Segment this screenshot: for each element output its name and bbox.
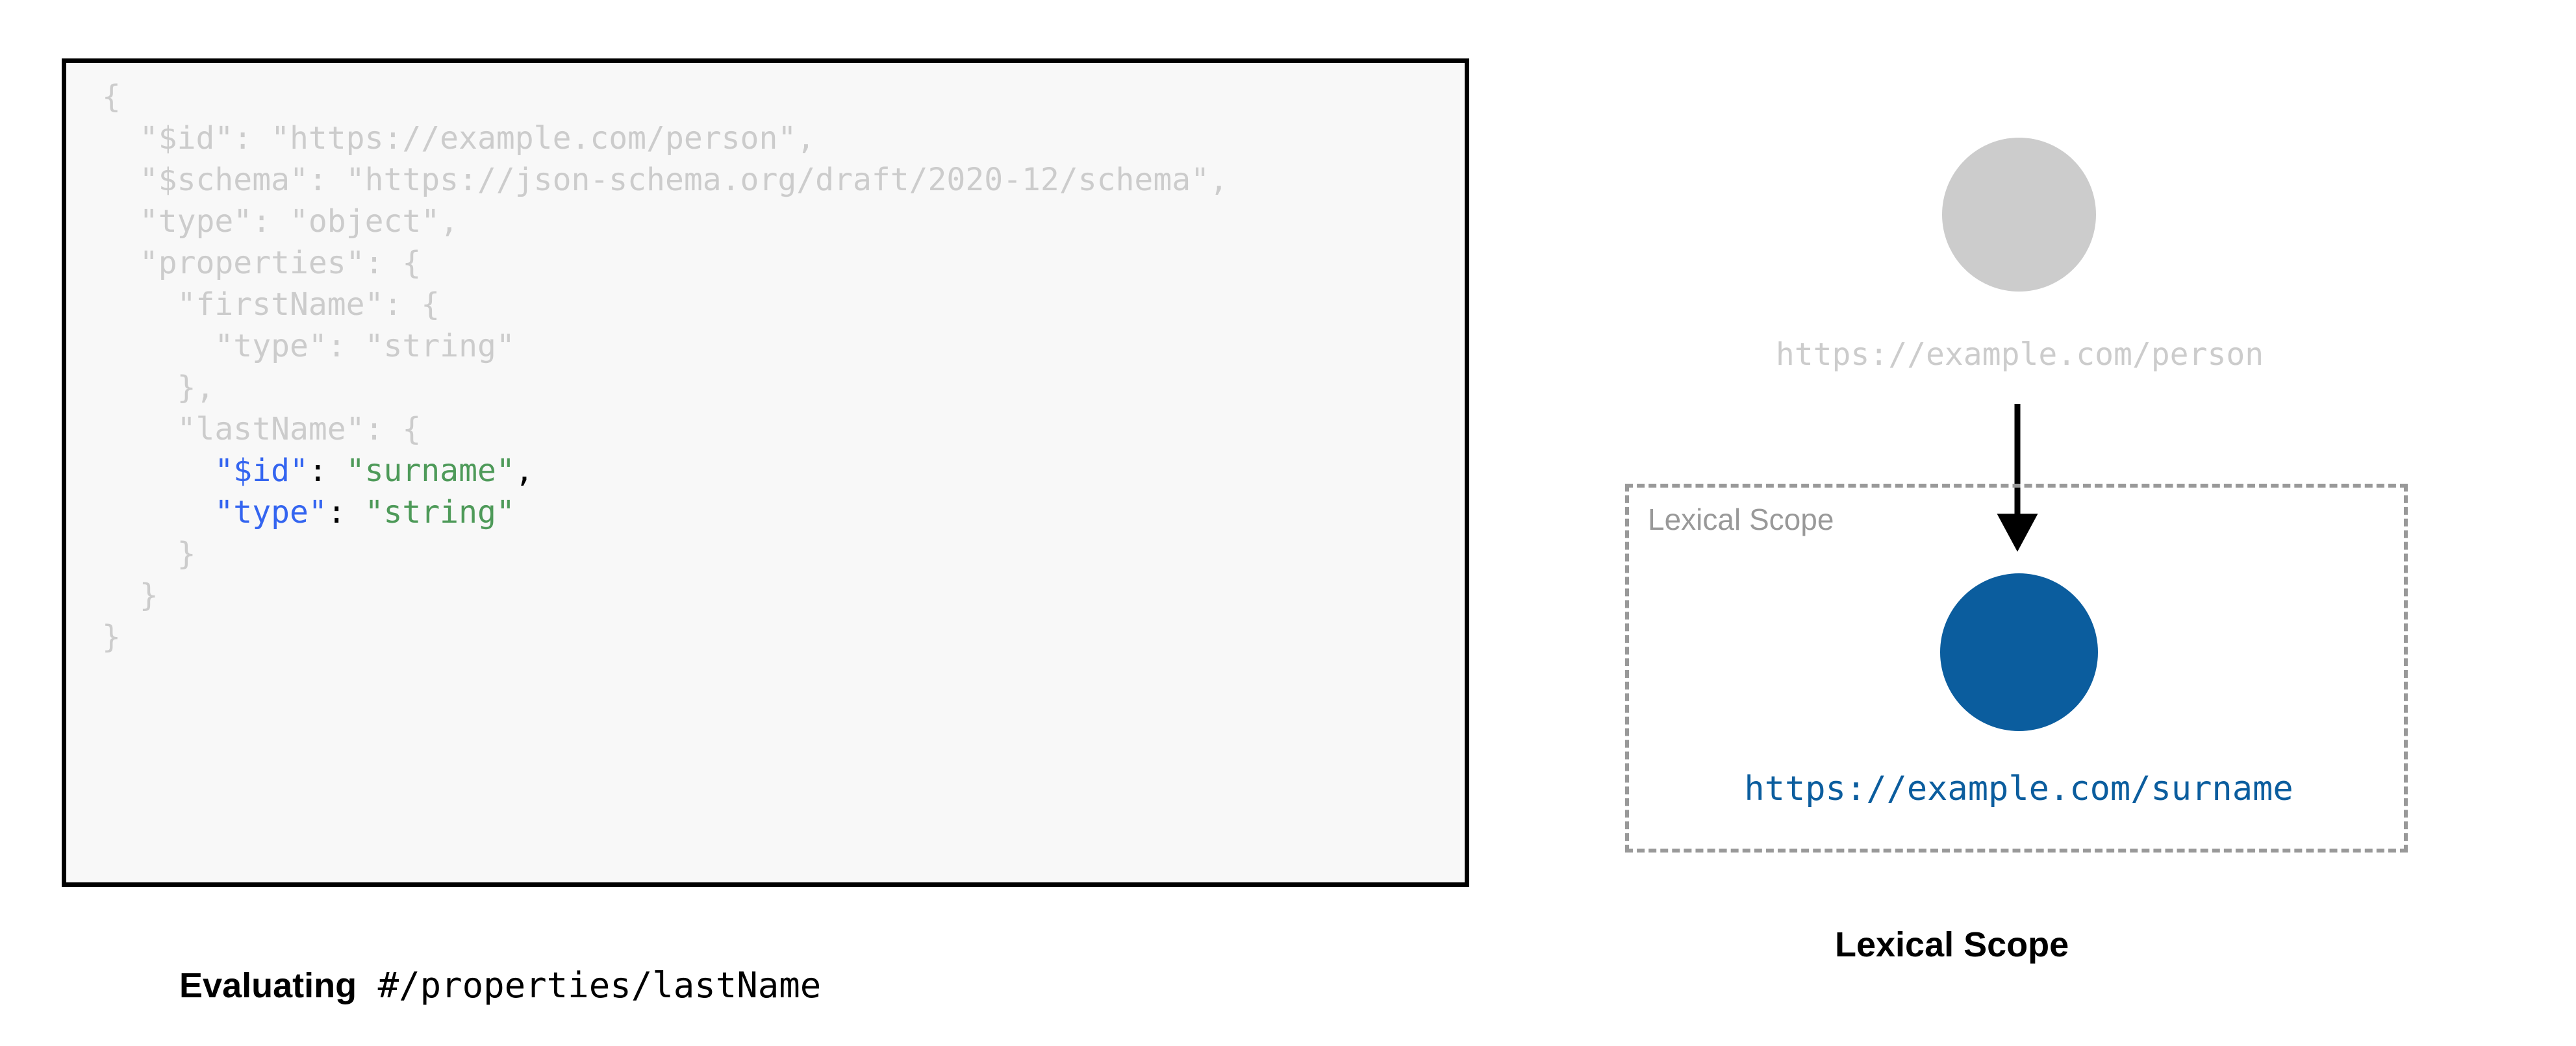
node-person-label: https://example.com/person: [1775, 336, 2264, 373]
code-line: "properties": {: [102, 242, 1228, 284]
node-person-circle: [1942, 138, 2096, 292]
code-token-punct: :: [308, 453, 346, 489]
code-line: }: [102, 533, 1228, 575]
code-token-dim: "lastName": {: [177, 411, 422, 447]
code-token-dim: }: [102, 619, 121, 655]
code-line: },: [102, 367, 1228, 408]
caption-evaluating-bold: Evaluating: [179, 966, 357, 1005]
code-line: "$id": "https://example.com/person",: [102, 118, 1228, 159]
code-line: "$schema": "https://json-schema.org/draf…: [102, 159, 1228, 201]
code-line: }: [102, 575, 1228, 616]
code-token-dim: "properties": {: [139, 245, 422, 281]
json-schema-code: { "$id": "https://example.com/person", "…: [102, 76, 1228, 658]
code-line: "type": "object",: [102, 201, 1228, 242]
code-indent: [102, 245, 140, 281]
code-panel: { "$id": "https://example.com/person", "…: [62, 58, 1469, 1006]
code-line: "type": "string": [102, 325, 1228, 367]
code-line: "type": "string": [102, 492, 1228, 533]
code-indent: [102, 328, 214, 364]
code-token-key: "$id": [214, 453, 309, 489]
code-indent: [102, 577, 140, 614]
caption-evaluating: Evaluating #/properties/lastName: [140, 925, 821, 1046]
caption-lexical-scope: Lexical Scope: [1835, 925, 2069, 964]
code-indent: [102, 536, 177, 572]
code-token-str: "string": [364, 494, 515, 530]
code-token-dim: "$id": "https://example.com/person",: [139, 120, 816, 156]
code-token-punct: ,: [514, 453, 534, 489]
diagram-panel: https://example.com/person Lexical Scope…: [1559, 0, 2576, 1039]
code-token-dim: {: [102, 79, 121, 115]
code-indent: [102, 203, 140, 240]
code-token-key: "type": [214, 494, 327, 530]
code-line: "$id": "surname",: [102, 450, 1228, 492]
lexical-scope-inner-label: Lexical Scope: [1648, 503, 1834, 536]
code-indent: [102, 162, 140, 198]
node-surname-circle: [1940, 573, 2098, 731]
code-indent: [102, 494, 214, 530]
arrow-person-to-surname-icon: [1997, 404, 2038, 552]
code-token-dim: }: [177, 536, 196, 572]
code-token-punct: :: [327, 494, 365, 530]
code-indent: [102, 411, 177, 447]
code-token-dim: }: [139, 577, 158, 614]
code-card: { "$id": "https://example.com/person", "…: [62, 58, 1469, 887]
node-surname-label: https://example.com/surname: [1744, 769, 2293, 808]
code-indent: [102, 369, 177, 406]
code-line: "lastName": {: [102, 408, 1228, 450]
code-token-dim: "firstName": {: [177, 286, 440, 323]
code-line: "firstName": {: [102, 284, 1228, 325]
code-token-dim: "$schema": "https://json-schema.org/draf…: [139, 162, 1228, 198]
lexical-scope-box: [1625, 484, 2408, 853]
caption-evaluating-pointer: #/properties/lastName: [357, 965, 822, 1006]
code-indent: [102, 120, 140, 156]
code-line: }: [102, 616, 1228, 658]
code-indent: [102, 453, 214, 489]
code-line: {: [102, 76, 1228, 118]
code-token-dim: "type": "object",: [139, 203, 459, 240]
code-token-dim: },: [177, 369, 215, 406]
code-token-str: "surname": [346, 453, 515, 489]
code-indent: [102, 286, 177, 323]
code-token-dim: "type": "string": [214, 328, 515, 364]
